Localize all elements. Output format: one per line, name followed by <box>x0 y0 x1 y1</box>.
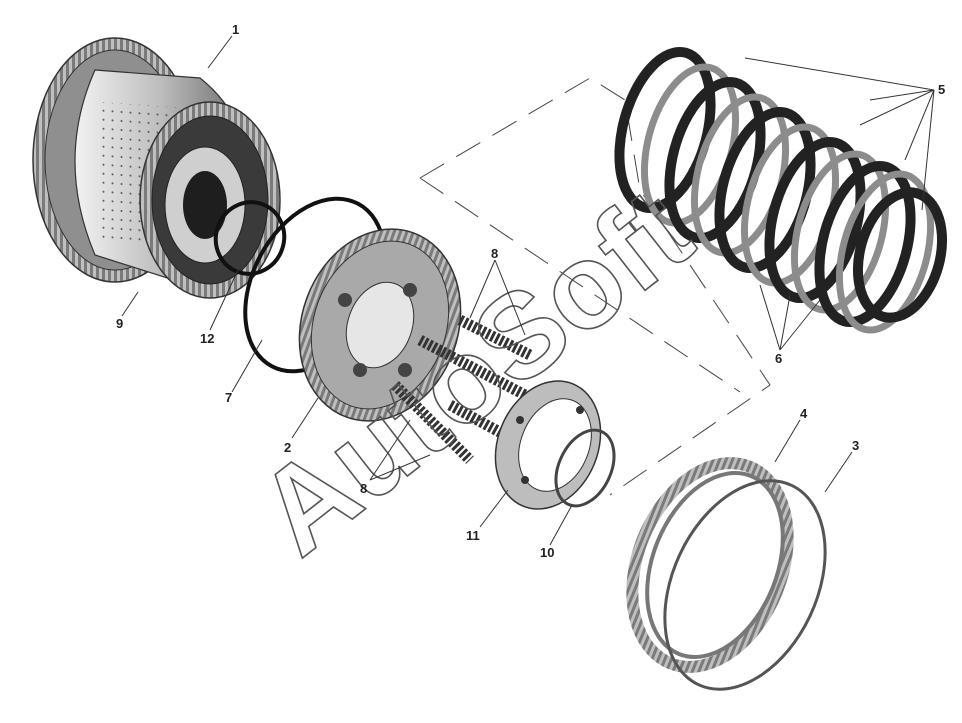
assembly-guide-line-2 <box>419 177 741 393</box>
piston-gear-icon <box>298 228 462 422</box>
callout-labels: 1 5 8 9 12 6 7 4 3 2 8 11 10 <box>116 22 945 560</box>
friction-disc-icon <box>852 187 948 323</box>
callout-6: 6 <box>775 351 782 366</box>
gear-ring-icon <box>626 457 794 673</box>
assembly-guide-line <box>419 77 771 496</box>
callout-4: 4 <box>800 406 808 421</box>
callout-10: 10 <box>540 545 554 560</box>
spring-retainer-icon <box>494 380 602 510</box>
callout-11: 11 <box>466 528 480 543</box>
retaining-ring-icon <box>554 428 616 508</box>
spring-icon <box>391 315 533 464</box>
clutch-hub-icon <box>139 101 281 299</box>
friction-disc-icon <box>764 136 866 304</box>
callout-2: 2 <box>284 440 291 455</box>
callout-9: 9 <box>116 316 123 331</box>
callout-7: 7 <box>225 390 232 405</box>
callout-8b: 8 <box>360 481 367 496</box>
callout-8a: 8 <box>491 246 498 261</box>
callout-12: 12 <box>200 331 214 346</box>
friction-disc-icon <box>814 160 916 328</box>
clutch-drum-assembly <box>32 37 281 299</box>
callout-1: 1 <box>232 22 239 37</box>
steel-disc-icon <box>790 150 890 314</box>
seal-ring-icon <box>213 200 287 276</box>
callout-3: 3 <box>852 438 859 453</box>
steel-disc-icon <box>835 170 935 334</box>
clutch-disc-pack <box>614 46 948 334</box>
callout-5: 5 <box>938 82 945 97</box>
leader-lines <box>121 35 935 546</box>
snap-ring-icon <box>663 479 827 691</box>
